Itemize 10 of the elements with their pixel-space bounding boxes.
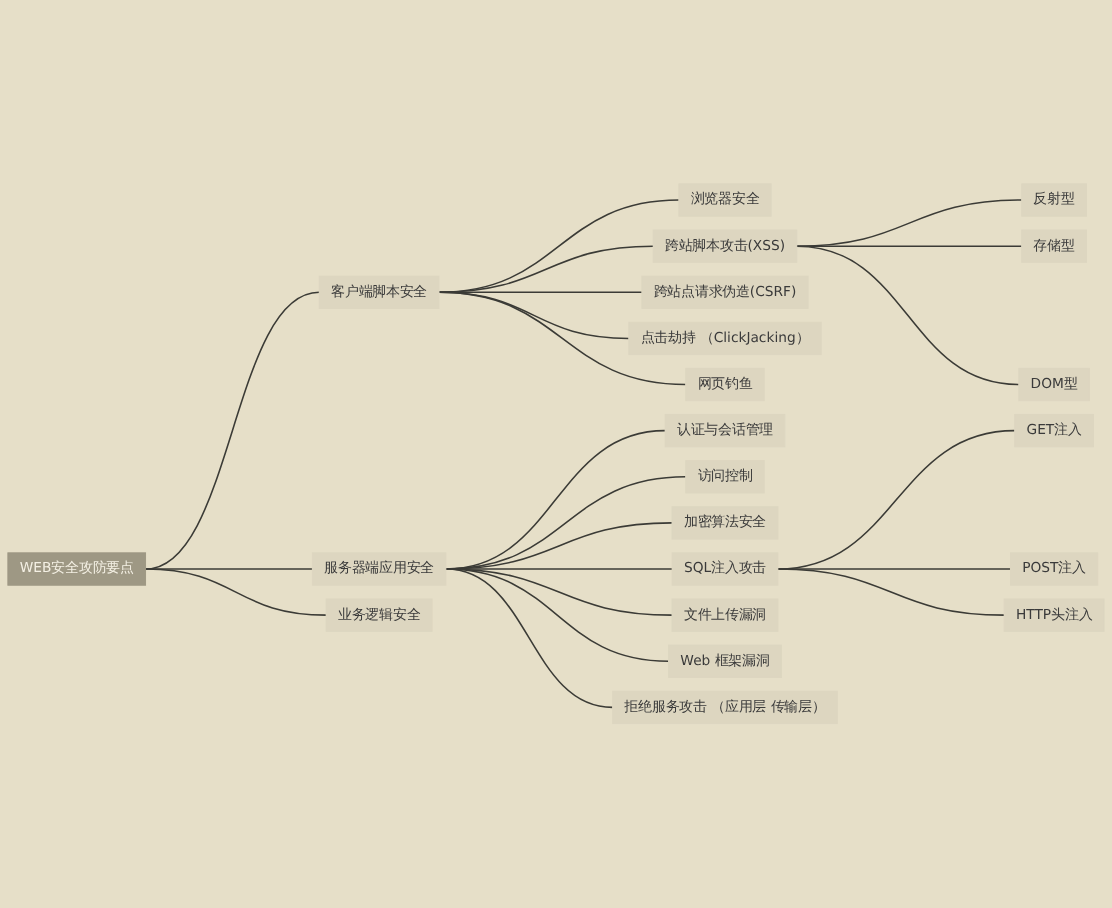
connector [796,245,1020,386]
connector [144,568,327,617]
connector [445,568,670,663]
connector [796,199,1023,248]
connector [438,291,687,386]
connector [438,199,680,294]
connector [445,568,614,709]
connector [438,245,655,294]
connector [777,568,1005,617]
connector [796,245,1023,248]
